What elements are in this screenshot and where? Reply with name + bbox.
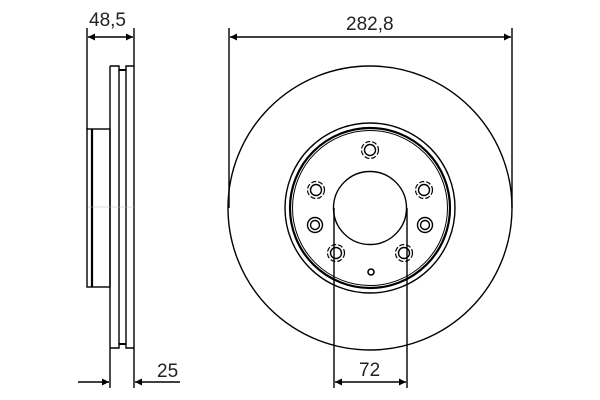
- bolt-hole: [414, 180, 434, 200]
- hub-outer: [284, 122, 456, 294]
- dimension-outer-diameter: 282,8: [230, 14, 511, 41]
- hub-ring: [288, 126, 452, 290]
- dimension-center-bore: 72: [335, 360, 406, 386]
- bolt-hole: [416, 216, 434, 234]
- dimension-label: 282,8: [346, 14, 394, 35]
- front-view: [227, 28, 513, 388]
- dimension-min-thickness: 25: [78, 361, 180, 386]
- bolt-hole: [394, 243, 414, 263]
- side-view: [86, 28, 135, 388]
- bolt-hole: [326, 243, 346, 263]
- locating-hole: [367, 268, 375, 276]
- outer-edge: [227, 65, 513, 351]
- center-bore: [332, 170, 408, 246]
- hat-section: [86, 128, 111, 288]
- bolt-hole: [306, 216, 324, 234]
- dimension-label: 25: [157, 361, 178, 382]
- bolt-hole: [360, 140, 380, 160]
- bolt-hole: [306, 180, 326, 200]
- dimension-label: 72: [359, 360, 380, 381]
- dimension-label: 48,5: [89, 10, 126, 31]
- dimension-overall-thickness: 48,5: [88, 10, 133, 41]
